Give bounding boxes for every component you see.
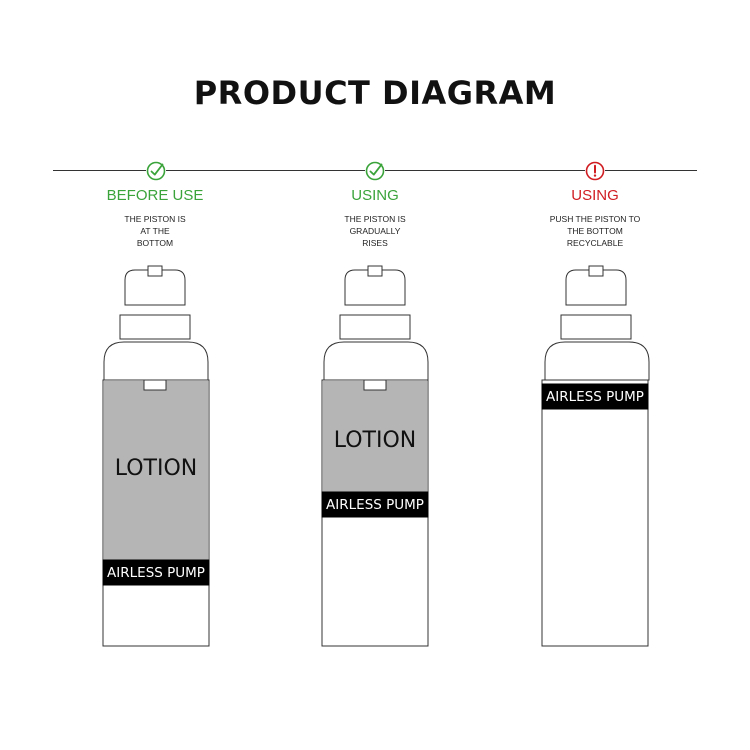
piston-band: [102, 559, 210, 586]
page-title: PRODUCT DIAGRAM: [193, 74, 557, 112]
airless-pump-label: AIRLESS PUMP: [326, 497, 424, 513]
lotion-label: LOTION: [333, 428, 417, 453]
airless-pump-label: AIRLESS PUMP: [546, 389, 644, 405]
piston-band: [321, 491, 429, 518]
airless-pump-label: AIRLESS PUMP: [107, 565, 205, 581]
lotion-label: LOTION: [114, 456, 198, 481]
check-circle-icon: [146, 161, 166, 181]
lotion-fill: [323, 381, 427, 492]
stage-description: THE PISTON IS AT THE BOTTOM: [124, 214, 186, 248]
piston-band: [541, 383, 649, 410]
lotion-fill: [104, 381, 208, 560]
stage-label-using: USING: [351, 187, 399, 204]
bottle-before-use: [102, 265, 210, 647]
bottle-empty: [541, 265, 650, 647]
stage-description: THE PISTON IS GRADUALLY RISES: [344, 214, 406, 248]
bottle-using: [321, 265, 429, 647]
stage-description: PUSH THE PISTON TO THE BOTTOM RECYCLABLE: [549, 214, 641, 248]
stage-label-before-use: BEFORE USE: [106, 187, 204, 204]
check-circle-icon: [365, 161, 385, 181]
exclamation-circle-icon: [585, 161, 605, 181]
stage-label-using-recycle: USING: [571, 187, 619, 204]
